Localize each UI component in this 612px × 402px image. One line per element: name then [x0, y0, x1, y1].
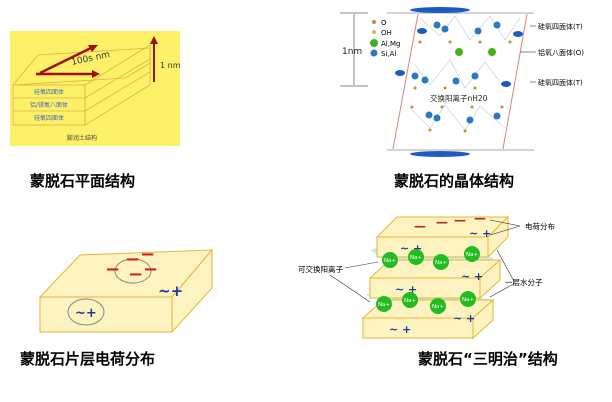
layer-label: 硅氧四面体(T) [538, 22, 583, 31]
layer-label: 硅氧四面体 [34, 114, 64, 122]
svg-text:−: − [105, 259, 120, 280]
svg-text:−: − [128, 264, 143, 285]
caption-sandwich: 蒙脱石“三明治”结构 [418, 350, 558, 368]
svg-text:—: — [414, 219, 426, 233]
positive-label: ~+ [158, 282, 183, 300]
scale-label: 1nm [342, 47, 362, 57]
svg-text:—: — [436, 215, 448, 229]
svg-text:Na+: Na+ [435, 260, 447, 266]
svg-text:Na+: Na+ [378, 302, 390, 308]
height-label: 1 nm [160, 61, 181, 70]
svg-text:~ +: ~ + [389, 323, 411, 336]
svg-text:Na+: Na+ [432, 304, 444, 310]
charge-distribution-diagram: − − − − − ~+ ~+ [38, 244, 214, 334]
sodium-ions: Na+ Na+ Na+ Na+ Na+ Na+ Na+ Na+ [376, 246, 480, 314]
yellow-background [10, 31, 180, 146]
charge-label: 电荷分布 [525, 221, 555, 231]
positive-label: ~+ [75, 306, 97, 321]
slab-top [375, 215, 510, 259]
slab-middle [368, 258, 502, 300]
layer-label: 硅氧四面体 [34, 88, 64, 96]
caption-crystal: 蒙脱石的晶体结构 [394, 172, 515, 190]
layer-label: 硅氧四面体(T) [538, 78, 583, 87]
footer-label: 膨润土结构 [67, 134, 97, 142]
svg-text:Na+: Na+ [404, 298, 416, 304]
middle-label: 交换阳离子nH20 [430, 93, 488, 103]
cation-label: 可交换阳离子 [298, 264, 343, 274]
svg-text:Na+: Na+ [384, 258, 396, 264]
layer-label: 铝/镁氧八面体 [30, 101, 68, 109]
svg-text:−: − [143, 259, 158, 280]
svg-text:—: — [474, 211, 486, 225]
water-label: 一层水分子 [505, 277, 543, 287]
legend-item: Al,Mg [381, 40, 400, 48]
legend-item: O [381, 19, 387, 27]
crystal-structure-diagram: 1nm O OH Al,Mg Si,Al 交换阳 [340, 7, 584, 157]
svg-text:−: − [125, 249, 140, 270]
slab-bottom [361, 298, 495, 340]
svg-text:~ +: ~ + [453, 312, 475, 325]
svg-text:Na+: Na+ [466, 252, 478, 258]
layer-label: 铝氧八面体(O) [538, 48, 584, 57]
svg-text:Na+: Na+ [462, 297, 474, 303]
svg-text:−: − [140, 244, 155, 265]
sandwich-structure-diagram: — — — — ~ + ~ + ~ + ~ + ~ + ~ + Na+Na+Na… [298, 211, 555, 340]
caption-charge: 蒙脱石片层电荷分布 [20, 350, 156, 368]
length-arrow [39, 44, 96, 75]
legend-item: OH [381, 29, 392, 37]
caption-plane: 蒙脱石平面结构 [30, 172, 136, 190]
svg-text:—: — [454, 213, 466, 227]
svg-text:Na+: Na+ [410, 255, 422, 261]
negative-charges: − − − − − [105, 244, 158, 285]
svg-text:~ +: ~ + [461, 270, 483, 283]
svg-text:~ +: ~ + [469, 227, 491, 240]
plane-structure-diagram: 100s nm 1 nm 硅氧四面体 铝/镁氧八面体 硅氧四面体 膨润土结构 [10, 31, 181, 146]
legend-item: Si,Al [381, 50, 396, 58]
